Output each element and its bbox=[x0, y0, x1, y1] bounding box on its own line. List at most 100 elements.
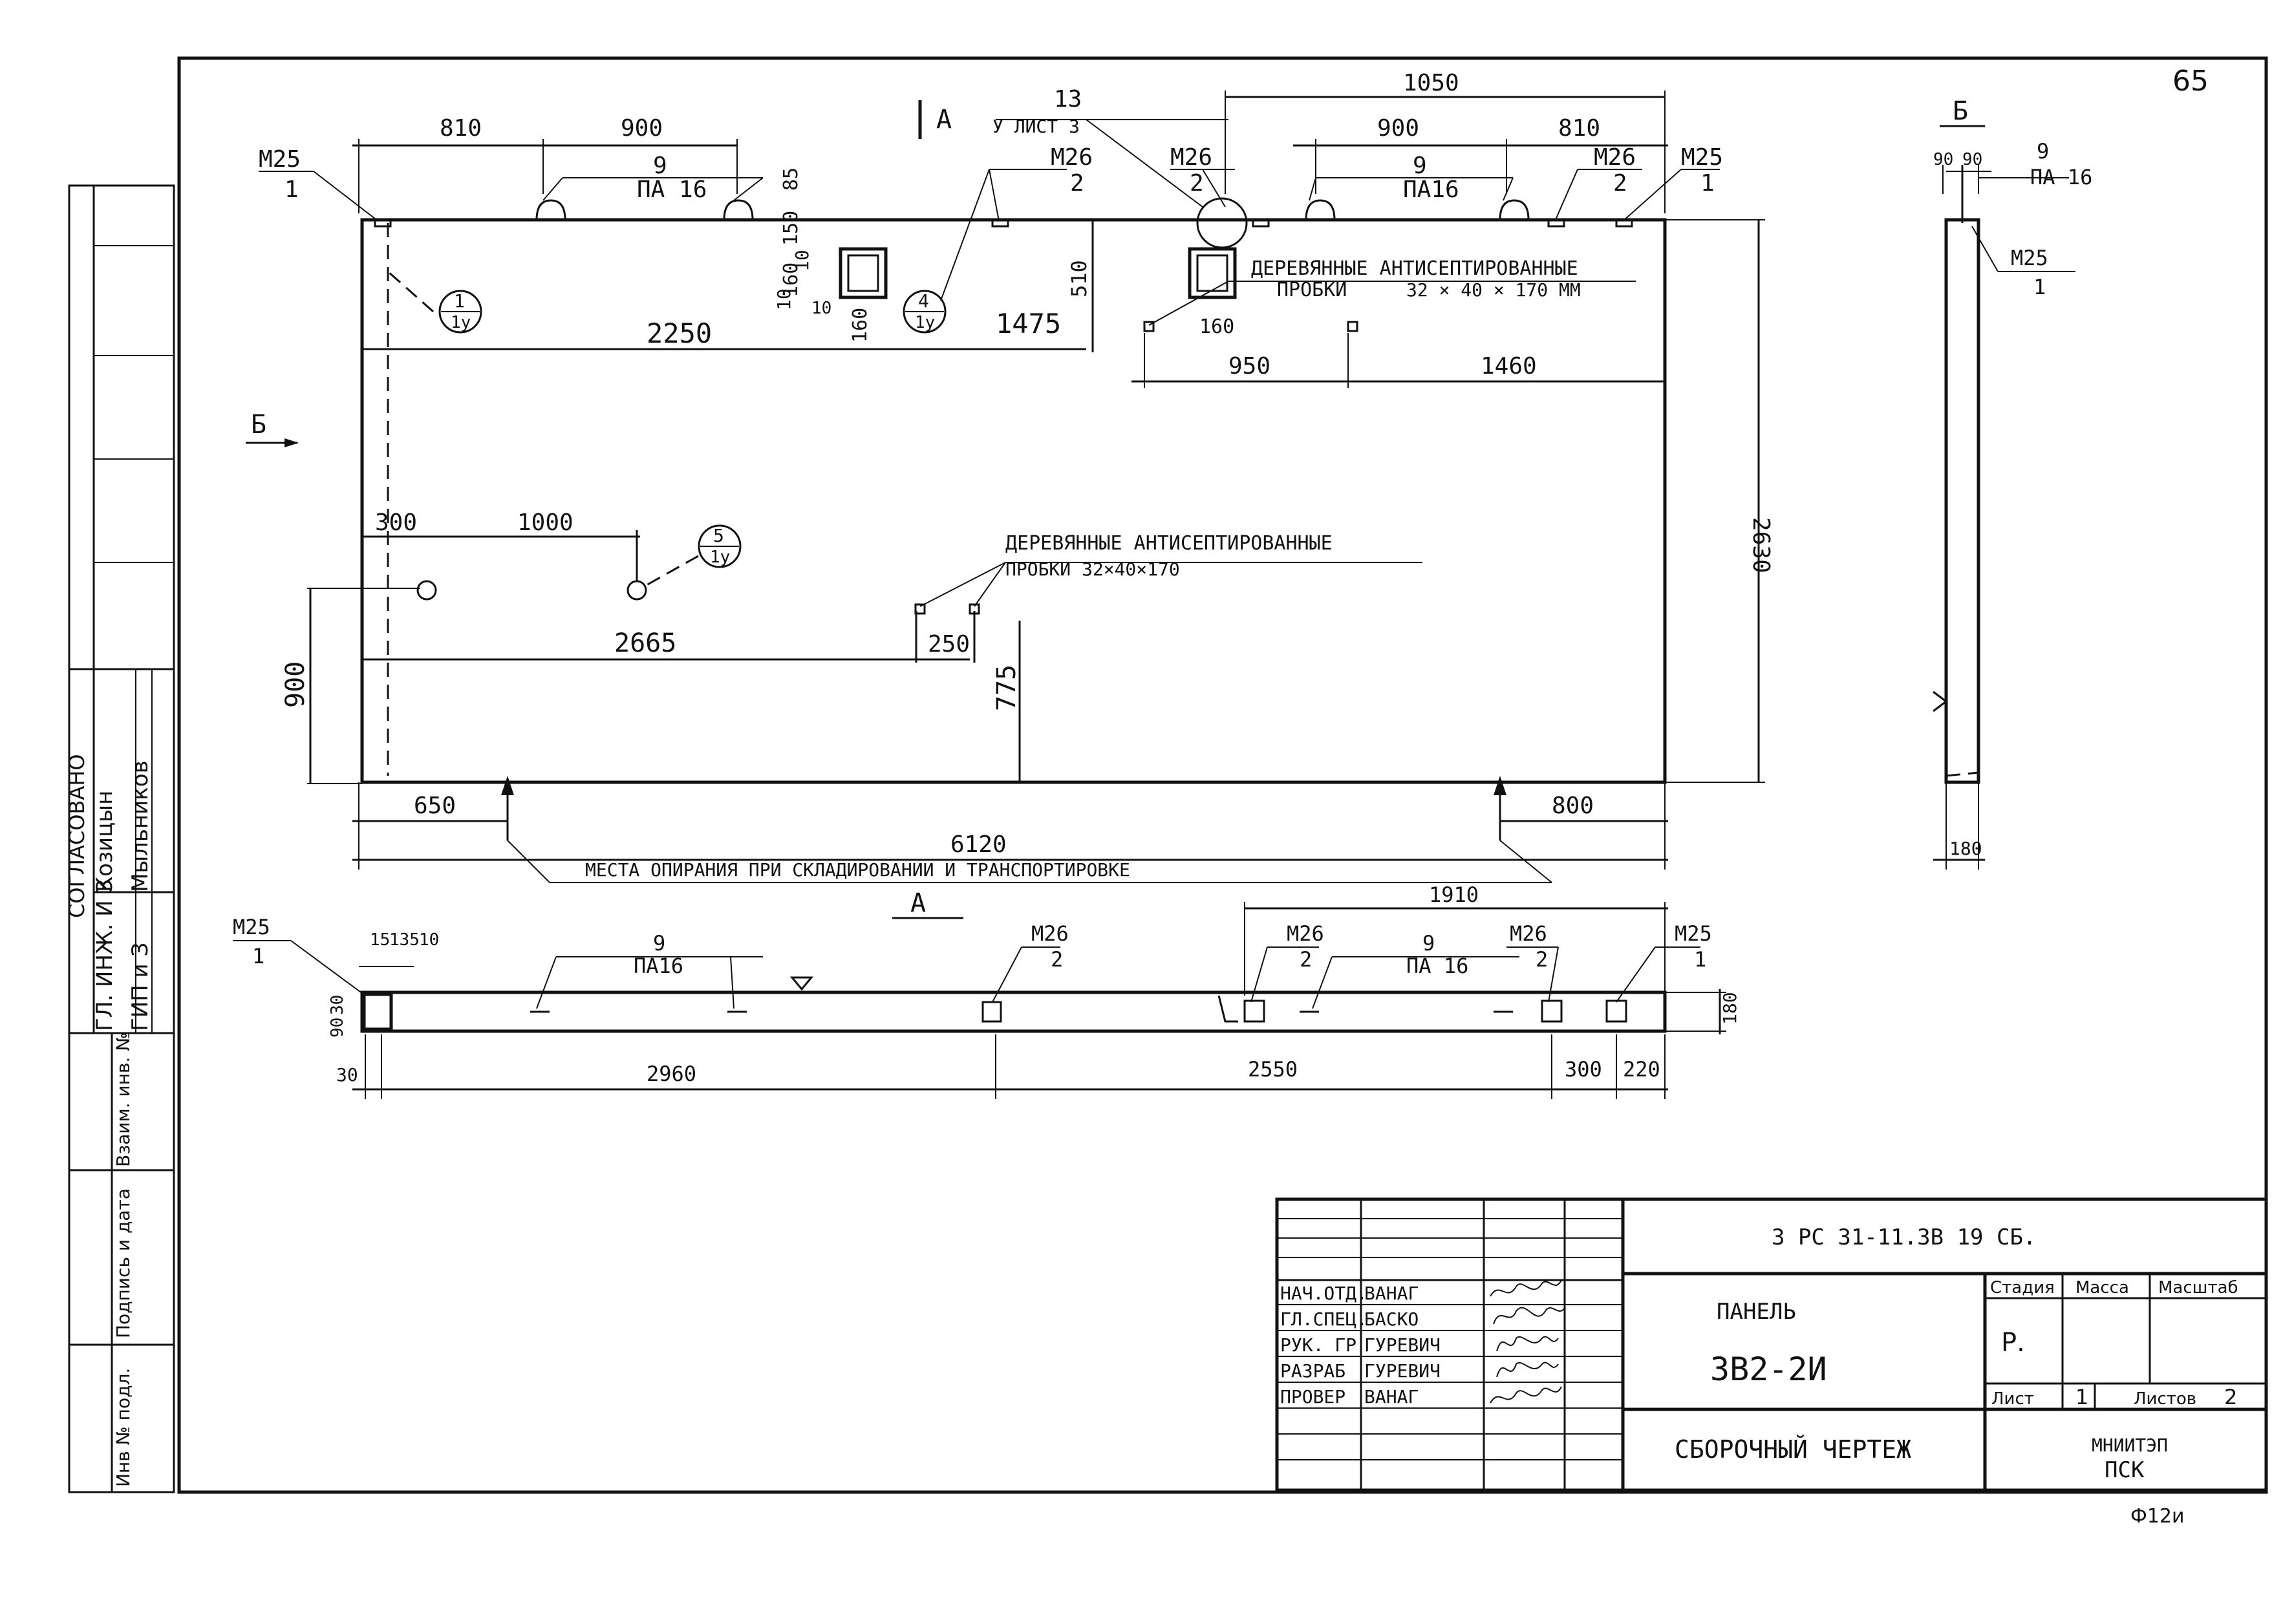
inv-orig-label: Инв № подл. bbox=[113, 1368, 134, 1487]
product-label: ПАНЕЛЬ bbox=[1717, 1299, 1796, 1325]
dim-10h: 10 bbox=[811, 299, 831, 318]
plugs-note-1-c: 32 × 40 × 170 ММ bbox=[1406, 279, 1581, 301]
panel-outline bbox=[360, 218, 1667, 784]
callout-m26-c: М26 bbox=[1594, 144, 1636, 171]
callout-m26-a-n: 2 bbox=[1070, 170, 1084, 197]
front-view: 810 900 1050 900 810 2250 1475 950 1460 … bbox=[246, 70, 1774, 919]
dim-950: 950 bbox=[1228, 353, 1270, 379]
drawing-type: СБОРОЧНЫЙ ЧЕРТЕЖ bbox=[1675, 1435, 1911, 1464]
title-block: 3 РС 31-11.3В 19 СБ. ПАНЕЛЬ 3В2-2И СБОРО… bbox=[1275, 1197, 2268, 1492]
callout-m26-b: М26 bbox=[1170, 144, 1212, 171]
signer-name-1: ВАНАГ bbox=[1364, 1283, 1419, 1304]
section-a-marker-bottom: А bbox=[910, 888, 926, 918]
callout-m26-a: М26 bbox=[1051, 144, 1093, 171]
callout-m25-r: М25 bbox=[1681, 144, 1723, 171]
signer-name-3: ГУРЕВИЧ bbox=[1364, 1334, 1441, 1356]
sheet-frame bbox=[68, 56, 2268, 1494]
approval-role-1: ГЛ. ИНЖ. И З bbox=[92, 879, 118, 1031]
callout-loop-a: 9 bbox=[653, 153, 667, 179]
dim-1000: 1000 bbox=[517, 509, 573, 536]
plan-callout-m26-c-n: 2 bbox=[1536, 947, 1548, 972]
plan-callout-m25-r: М25 bbox=[1675, 921, 1712, 946]
callout-loop-a-type: ПА 16 bbox=[637, 176, 707, 203]
plan-callout-m26-b-n: 2 bbox=[1300, 947, 1312, 972]
sheet-value: 1 bbox=[2075, 1385, 2088, 1409]
plan-dim-2960: 2960 bbox=[647, 1062, 696, 1086]
node-4-sheet: 1у bbox=[915, 313, 935, 332]
dim-1050: 1050 bbox=[1403, 70, 1459, 96]
plugs-note-1-b: ПРОБКИ bbox=[1277, 279, 1347, 301]
plan-dim-2550: 2550 bbox=[1248, 1057, 1298, 1082]
plan-dim-1910: 1910 bbox=[1429, 882, 1479, 907]
plan-dim-300: 300 bbox=[1565, 1057, 1602, 1082]
side-view: Б 90 90 9 ПА 16 М25 1 180 bbox=[1933, 96, 2092, 870]
plan-callout-loop-b-type: ПА 16 bbox=[1406, 954, 1468, 978]
inv-replace-label: Взаим. инв. № bbox=[113, 1032, 134, 1167]
format-label: Ф12и bbox=[2130, 1505, 2185, 1528]
sign-date-label: Подпись и дата bbox=[113, 1188, 134, 1338]
doc-code: 3 РС 31-11.3В 19 СБ. bbox=[1772, 1224, 2036, 1250]
dim-300: 300 bbox=[375, 509, 417, 536]
plan-callout-m25-l: М25 bbox=[233, 915, 270, 939]
callout-ref13-sheet: У ЛИСТ 3 bbox=[992, 116, 1080, 137]
plan-dim-135: 135 bbox=[389, 930, 420, 950]
org-name: МНИИТЭП bbox=[2092, 1435, 2168, 1456]
dim-85: 85 bbox=[780, 167, 802, 191]
callout-m25-top: М25 bbox=[259, 146, 301, 173]
plan-callout-loop-a: 9 bbox=[653, 931, 665, 956]
signer-role-4: РАЗРАБ bbox=[1280, 1360, 1345, 1382]
page-number: 65 bbox=[2172, 65, 2209, 98]
dim-900b: 900 bbox=[1377, 115, 1419, 142]
side-callout-pa-type: ПА 16 bbox=[2030, 165, 2092, 189]
dim-800: 800 bbox=[1552, 793, 1594, 819]
signer-name-5: ВАНАГ bbox=[1364, 1386, 1419, 1407]
approval-role-2: ГИП и З bbox=[127, 943, 153, 1031]
signer-role-5: ПРОВЕР bbox=[1280, 1386, 1345, 1407]
dim-900v: 900 bbox=[281, 661, 310, 708]
dim-1475: 1475 bbox=[996, 308, 1061, 339]
signer-name-4: ГУРЕВИЧ bbox=[1364, 1360, 1441, 1382]
approval-name-2: Мыльников bbox=[127, 760, 153, 892]
dim-510: 510 bbox=[1067, 260, 1091, 297]
side-stamp: СОГЛАСОВАНО ГЛ. ИНЖ. И З Козицын ГИП и З… bbox=[65, 754, 153, 1487]
side-dim-180: 180 bbox=[1949, 838, 1982, 859]
dim-810b: 810 bbox=[1558, 115, 1600, 142]
plan-dim-30a: 30 bbox=[328, 995, 347, 1015]
signer-name-2: БАСКО bbox=[1364, 1309, 1419, 1330]
signer-role-2: ГЛ.СПЕЦ. bbox=[1280, 1309, 1367, 1330]
dim-160v: 160 bbox=[780, 262, 802, 297]
approval-title: СОГЛАСОВАНО bbox=[65, 754, 89, 918]
dim-900a: 900 bbox=[621, 115, 663, 142]
dim-10b: 10 bbox=[773, 288, 795, 310]
sheets-value: 2 bbox=[2224, 1385, 2237, 1409]
side-callout-pa: 9 bbox=[2037, 139, 2049, 164]
scale-header: Масштаб bbox=[2158, 1278, 2238, 1298]
sheet-header: Лист bbox=[1991, 1389, 2034, 1409]
org-unit: ПСК bbox=[2105, 1457, 2145, 1483]
dim-2665: 2665 bbox=[614, 628, 676, 658]
dim-2630: 2630 bbox=[1748, 517, 1774, 573]
plugs-note-2-a: ДЕРЕВЯННЫЕ АНТИСЕПТИРОВАННЫЕ bbox=[1005, 532, 1333, 555]
supports-note: МЕСТА ОПИРАНИЯ ПРИ СКЛАДИРОВАНИИ И ТРАНС… bbox=[585, 859, 1130, 881]
stage-header: Стадия bbox=[1990, 1278, 2055, 1298]
callout-loop-b-type: ПА16 bbox=[1403, 176, 1459, 203]
dim-150: 150 bbox=[780, 211, 802, 246]
side-dim-90b: 90 bbox=[1962, 150, 1982, 169]
dim-775: 775 bbox=[992, 665, 1022, 711]
plan-dim-220: 220 bbox=[1623, 1057, 1660, 1082]
plan-callout-m26-a: М26 bbox=[1031, 921, 1069, 946]
plan-view: М25 1 15 135 10 30 90 9 ПА16 М26 2 М26 2… bbox=[233, 882, 1741, 1099]
callout-m26-c-n: 2 bbox=[1613, 170, 1627, 197]
product-code: 3В2-2И bbox=[1710, 1351, 1827, 1388]
section-a-marker: А bbox=[936, 105, 952, 134]
dim-160h: 160 bbox=[849, 308, 872, 343]
side-dim-90a: 90 bbox=[1933, 150, 1953, 169]
section-b-marker: Б bbox=[251, 410, 266, 440]
plan-dim-15: 15 bbox=[370, 930, 390, 950]
callout-m25-r-n: 1 bbox=[1700, 170, 1715, 197]
section-b-title: Б bbox=[1953, 96, 1968, 126]
stage-value: Р. bbox=[2001, 1328, 2025, 1358]
node-4: 4 bbox=[918, 290, 929, 312]
node-5: 5 bbox=[713, 525, 724, 546]
